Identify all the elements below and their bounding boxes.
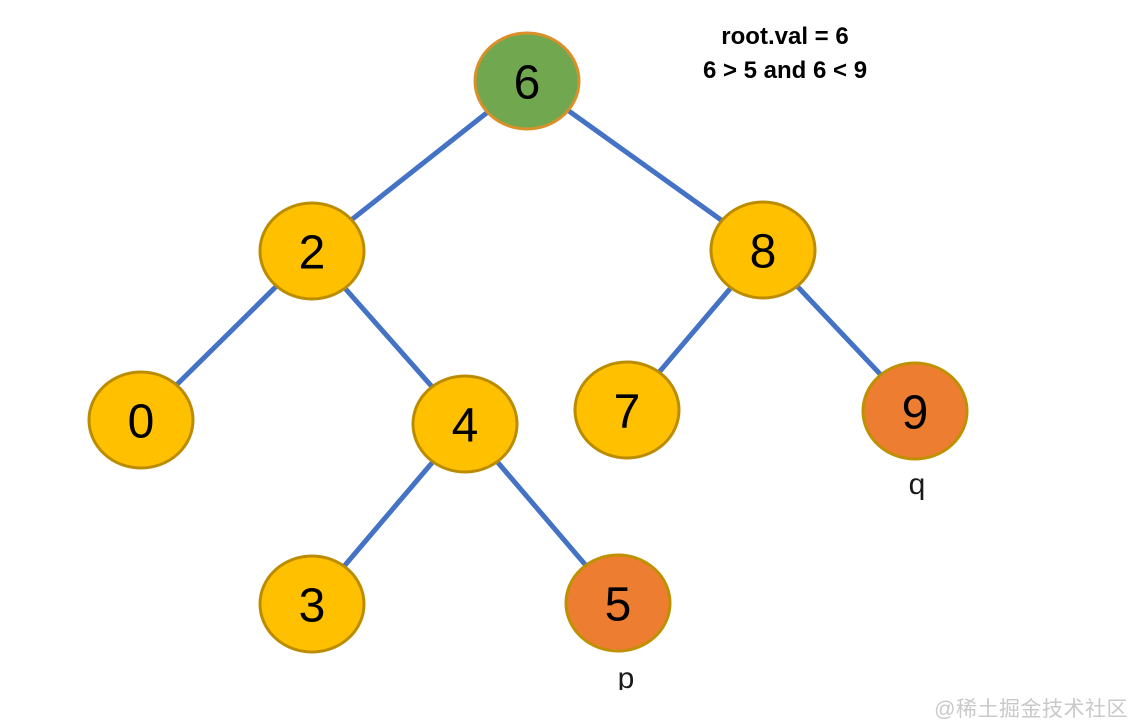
node-circle-9 — [861, 361, 969, 461]
node-value-3: 3 — [299, 579, 326, 632]
node-circle-6 — [473, 31, 581, 131]
tree-node-4: 4 — [411, 374, 519, 474]
node-value-5: 5 — [605, 578, 632, 631]
annotation-text: root.val = 6 6 > 5 and 6 < 9 — [600, 20, 970, 88]
node-circle-0 — [87, 370, 195, 470]
tree-node-5: 5 — [564, 553, 672, 653]
node-value-9: 9 — [902, 386, 929, 439]
tree-node-0: 0 — [87, 370, 195, 470]
annotation-line-2: 6 > 5 and 6 < 9 — [702, 57, 868, 84]
pointer-label-q: q — [908, 468, 926, 501]
node-value-0: 0 — [128, 395, 155, 448]
node-circle-3 — [258, 554, 366, 654]
node-value-4: 4 — [452, 399, 479, 452]
node-circle-7 — [573, 360, 681, 460]
node-circle-4 — [411, 374, 519, 474]
tree-node-8: 8 — [709, 200, 817, 300]
tree-node-7: 7 — [573, 360, 681, 460]
pointer-label-p: p — [617, 662, 635, 690]
node-circle-2 — [258, 201, 366, 301]
tree-node-6: 6 — [473, 31, 581, 131]
node-circle-5 — [564, 553, 672, 653]
node-value-8: 8 — [750, 225, 777, 278]
watermark-text: @稀土掘金技术社区 — [934, 698, 1128, 721]
tree-node-2: 2 — [258, 201, 366, 301]
node-value-2: 2 — [299, 226, 326, 279]
annotation-line-1: root.val = 6 — [721, 23, 849, 50]
node-circle-8 — [709, 200, 817, 300]
node-value-6: 6 — [514, 56, 541, 109]
tree-node-3: 3 — [258, 554, 366, 654]
node-value-7: 7 — [614, 385, 641, 438]
tree-node-9: 9 — [861, 361, 969, 461]
